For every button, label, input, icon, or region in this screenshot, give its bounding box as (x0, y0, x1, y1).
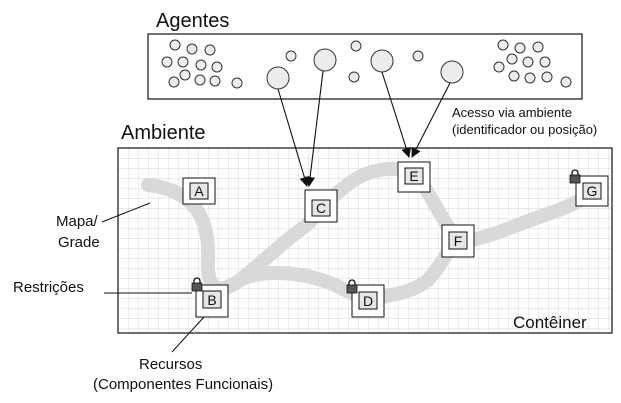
resource-label: A (194, 183, 204, 199)
agent-circle (186, 43, 198, 55)
agent-circle (285, 50, 297, 62)
resources-label-line1: Recursos (139, 356, 202, 373)
agent-circle (508, 70, 520, 82)
environment-title: Ambiente (121, 122, 206, 144)
resource-label: B (207, 292, 216, 308)
agent-circle (194, 74, 206, 86)
map-leader-line (101, 202, 151, 223)
agent-circle (522, 56, 534, 68)
agent-circle (370, 49, 394, 73)
agent-circle (493, 61, 505, 73)
agent-circle (348, 71, 360, 83)
access-label-line1: Acesso via ambiente (452, 105, 572, 120)
agent-circle (497, 39, 509, 51)
lock-icon (569, 169, 581, 184)
resource-box-d: D (351, 284, 385, 318)
resource-label: C (316, 200, 326, 216)
agent-circle (169, 39, 181, 51)
agent-circle (209, 75, 221, 87)
resources-label-line2: (Componentes Funcionais) (93, 376, 273, 393)
resource-box-c: C (304, 189, 338, 223)
lock-icon (346, 279, 358, 294)
agent-circle (313, 48, 337, 72)
agent-circle (541, 71, 553, 83)
agent-circle (524, 72, 536, 84)
container-label: Contêiner (513, 313, 587, 332)
agent-circle (211, 61, 223, 73)
agent-circle (204, 44, 216, 56)
resources-leader-line (171, 316, 205, 353)
agent-circle (195, 59, 207, 71)
agent-circle (506, 53, 518, 65)
agent-circle (177, 56, 189, 68)
map-label-line2: Grade (58, 234, 100, 251)
resource-box-g: G (575, 175, 609, 207)
access-label-line2: (identificador ou posição) (452, 122, 597, 137)
resource-label: F (454, 233, 463, 249)
resource-box-a: A (182, 177, 216, 205)
resource-box-e: E (397, 161, 431, 193)
agent-circle (532, 41, 544, 53)
resource-box-f: F (441, 224, 475, 258)
agent-circle (560, 76, 572, 88)
agent-circle (179, 69, 191, 81)
agent-circle (412, 50, 424, 62)
resource-label: E (409, 168, 418, 184)
lock-icon (191, 277, 203, 292)
agent-circle (168, 76, 180, 88)
agent-circle (440, 60, 464, 84)
resource-label: D (363, 293, 373, 309)
resource-label: G (587, 183, 598, 199)
agent-circle (514, 42, 526, 54)
agents-title: Agentes (156, 10, 229, 32)
map-label-line1: Mapa/ (56, 213, 99, 230)
agent-circle (266, 66, 290, 90)
restrictions-label: Restrições (13, 279, 84, 296)
agent-circle (539, 56, 551, 68)
agent-circles (161, 39, 572, 90)
access-arrows (277, 70, 451, 187)
agent-circle (231, 77, 243, 89)
agent-circle (350, 40, 362, 52)
agent-circle (161, 56, 173, 68)
